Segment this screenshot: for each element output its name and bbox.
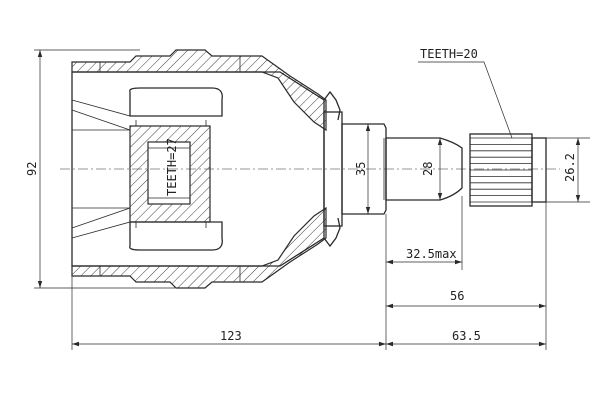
dimension-arrowhead	[539, 303, 546, 309]
dimension-arrowhead	[386, 303, 393, 309]
dim-56: 56	[450, 289, 464, 303]
dimension-arrowhead	[575, 138, 581, 145]
dimension-arrowhead	[386, 341, 393, 347]
dimension-arrowhead	[455, 259, 462, 265]
dimension-arrowhead	[386, 259, 393, 265]
dimension-arrowhead	[437, 138, 443, 145]
teeth-outer-label: TEETH=20	[420, 47, 478, 61]
dimension-arrowhead	[365, 124, 371, 131]
dim-28: 28	[421, 162, 435, 176]
dim-123: 123	[220, 329, 242, 343]
dimension-arrowhead	[437, 193, 443, 200]
outer-housing	[71, 49, 327, 289]
teeth-inner-label: TEETH=27	[165, 138, 179, 196]
dim-35: 35	[354, 162, 368, 176]
spline-end	[469, 133, 547, 207]
dimension-lines	[34, 49, 590, 350]
dimension-arrowhead	[575, 195, 581, 202]
dimension-arrowhead	[539, 341, 546, 347]
dim-32-5max: 32.5max	[406, 247, 457, 261]
dimension-arrowhead	[365, 207, 371, 214]
dimension-arrowhead	[379, 341, 386, 347]
dimension-arrowhead	[37, 50, 43, 57]
dim-63-5: 63.5	[452, 329, 481, 343]
inner-race	[129, 87, 223, 251]
dimension-arrowhead	[37, 281, 43, 288]
dimension-arrowhead	[72, 341, 79, 347]
dim-26-2: 26.2	[563, 153, 577, 182]
dim-92: 92	[25, 162, 39, 176]
